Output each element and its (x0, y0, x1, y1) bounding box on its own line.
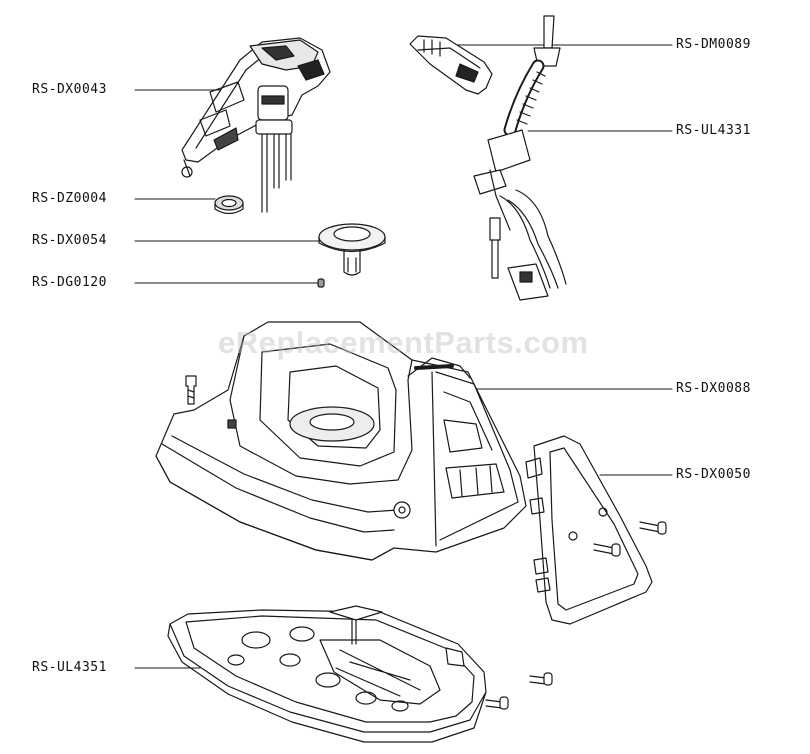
label-rs-dx0088: RS-DX0088 (676, 381, 751, 396)
label-rs-dm0089: RS-DM0089 (676, 37, 751, 52)
label-rs-dx0050: RS-DX0050 (676, 467, 751, 482)
label-rs-dz0004: RS-DZ0004 (32, 191, 107, 206)
watermark-text: eReplacementParts.com (218, 325, 589, 360)
part-rs-dz0004-seal (214, 195, 244, 215)
label-rs-ul4351: RS-UL4351 (32, 660, 107, 675)
label-rs-dx0043: RS-DX0043 (32, 82, 107, 97)
part-rs-dx0050-rear-cover (525, 435, 653, 625)
label-rs-dx0054: RS-DX0054 (32, 233, 107, 248)
part-rs-dx0088-housing (155, 321, 527, 561)
part-rs-dx0054-knob (318, 223, 386, 276)
part-rs-ul4331-cord-assembly (473, 15, 567, 301)
label-rs-ul4331: RS-UL4331 (676, 123, 751, 138)
part-rs-dg0120-pin (317, 278, 325, 288)
part-rs-dm0089-clip (409, 35, 493, 95)
part-rs-dx0043-control-assembly (181, 37, 331, 213)
screws-rear (485, 521, 667, 710)
part-rs-ul4351-soleplate (167, 605, 487, 743)
label-rs-dg0120: RS-DG0120 (32, 275, 107, 290)
leader-lines (134, 44, 673, 669)
